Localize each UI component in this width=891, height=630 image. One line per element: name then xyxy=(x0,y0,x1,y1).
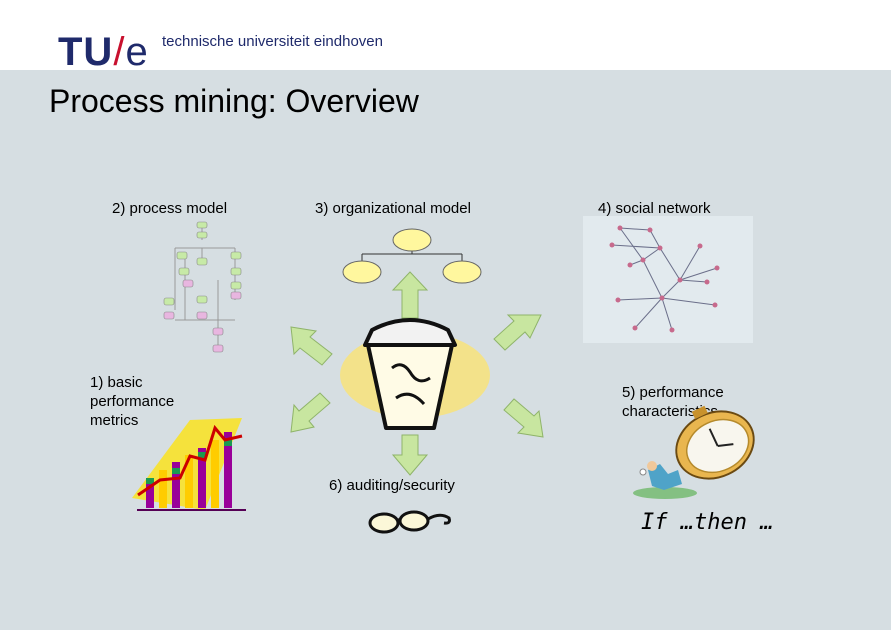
header-bar: TU/e technische universiteit eindhoven xyxy=(0,0,891,74)
tue-logo: TU/e xyxy=(58,30,149,74)
arrow-lower-left xyxy=(290,392,331,433)
arrow-down xyxy=(391,434,429,476)
logo-e: e xyxy=(125,30,149,74)
label-social-network: 4) social network xyxy=(598,200,711,217)
social-network-picture xyxy=(583,216,753,343)
bar-chart-picture xyxy=(132,418,246,511)
arrow-upper-left xyxy=(290,326,333,366)
label-performance-characteristics: 5) performance characteristics xyxy=(622,384,724,420)
arrow-lower-right xyxy=(503,398,544,438)
label-process-model: 2) process model xyxy=(112,200,228,217)
label-auditing: 6) auditing/security xyxy=(329,477,455,494)
label-basic-metrics: 1) basic performance metrics xyxy=(90,374,175,429)
process-model-picture xyxy=(163,221,242,353)
university-name: technische universiteit eindhoven xyxy=(162,33,383,50)
arrow-upper-right xyxy=(493,314,542,351)
logo-slash: / xyxy=(113,30,126,74)
label-organizational-model: 3) organizational model xyxy=(315,200,471,217)
trash-bin-icon xyxy=(363,318,457,430)
logo-tu: TU xyxy=(58,30,114,74)
slide-title: Process mining: Overview xyxy=(49,83,419,119)
if-then-rule: If …then … xyxy=(641,510,774,535)
arrow-up xyxy=(391,271,429,319)
organizational-model-picture xyxy=(342,228,482,284)
glasses-icon xyxy=(368,510,451,534)
arrows xyxy=(290,271,544,476)
stopwatch-picture xyxy=(633,405,755,499)
